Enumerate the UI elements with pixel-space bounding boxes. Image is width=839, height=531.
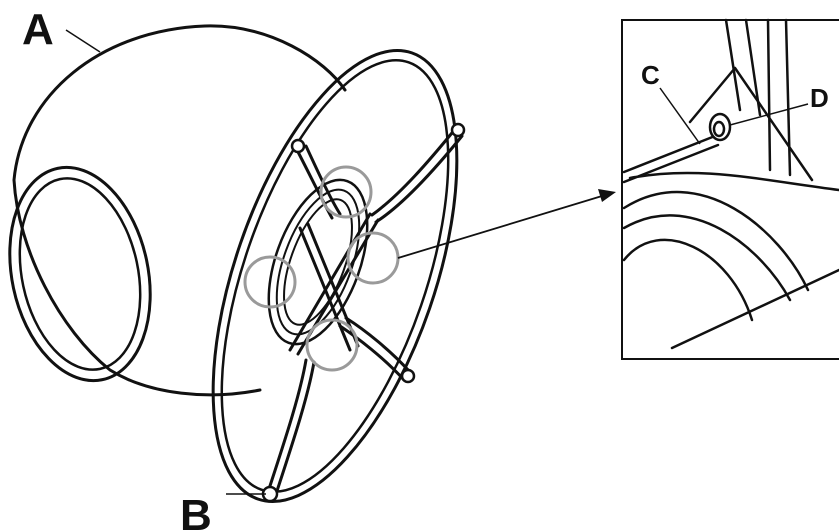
frame-knob-top	[290, 138, 306, 154]
label-d: D	[810, 83, 829, 113]
socket-ring-2	[275, 188, 361, 336]
highlight-circle-top	[319, 165, 373, 219]
frame-knob-lower-right	[400, 368, 416, 384]
frame-spoke-lower-right	[338, 316, 412, 382]
leader-lines	[65, 29, 809, 495]
highlight-circle-bottom	[305, 318, 359, 372]
bowl-opening-inner	[18, 177, 142, 371]
highlight-circle-left	[243, 255, 297, 309]
label-a: A	[22, 5, 54, 54]
detail-pointer-arrowhead	[598, 189, 616, 202]
detail-inset-frame	[621, 19, 839, 360]
frame-inner-ring	[220, 59, 450, 493]
frame-knob-right	[450, 122, 466, 138]
frame-spoke-bottom	[266, 358, 316, 496]
frame-outer-ring	[211, 48, 459, 504]
bowl-opening-outer	[8, 165, 152, 383]
frame-spoke-top	[294, 144, 342, 220]
detail-inset-content	[622, 18, 839, 350]
leader-line-c	[659, 87, 701, 145]
detail-inset	[621, 18, 839, 360]
leader-line-d	[729, 103, 809, 126]
label-b: B	[180, 491, 212, 531]
wire-frame	[211, 48, 466, 504]
frame-spoke-right	[370, 126, 464, 224]
label-c: C	[641, 60, 660, 90]
leader-line-a	[65, 29, 101, 53]
detail-pointer	[397, 189, 616, 259]
bowl-outline	[12, 24, 347, 397]
detail-pointer-line	[397, 195, 603, 259]
socket-ring-3	[283, 198, 353, 326]
